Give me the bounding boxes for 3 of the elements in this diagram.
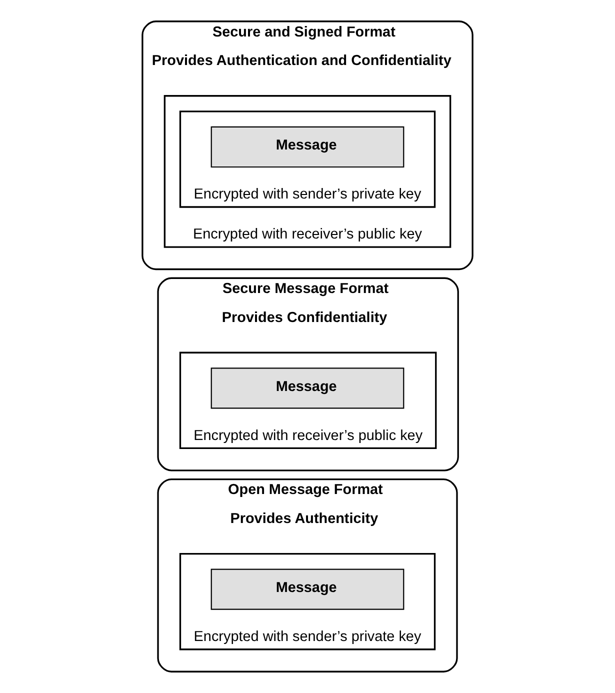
- node-box: Message: [210, 126, 404, 168]
- node-box: Message: [210, 368, 404, 409]
- node-box: Message: [210, 568, 404, 610]
